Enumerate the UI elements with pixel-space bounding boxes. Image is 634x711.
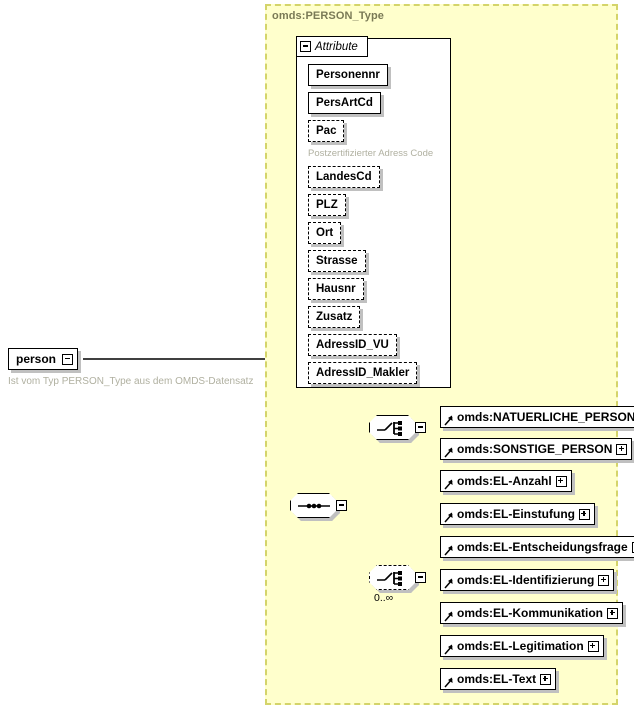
choice-glyph (376, 420, 402, 436)
element-label: omds:EL-Anzahl (457, 474, 552, 488)
plus-box-icon[interactable] (578, 508, 590, 520)
attribute-box-hausnr[interactable]: Hausnr (308, 278, 364, 300)
choice-icon (369, 565, 416, 590)
element-label: omds:EL-Identifizierung (457, 573, 595, 587)
reference-arrow-icon (444, 609, 453, 622)
plus-box-icon[interactable] (607, 607, 618, 619)
cardinality-label-choice-el: 0..∞ (374, 592, 394, 604)
element-box-el-text[interactable]: omds:EL-Text (440, 668, 557, 690)
element-label: omds:EL-Text (457, 672, 537, 686)
attribute-section-header[interactable]: Attribute (296, 36, 368, 57)
element-box-el-entscheidungsfrage[interactable]: omds:EL-Entscheidungsfrage (440, 536, 634, 558)
sequence-glyph (297, 503, 330, 508)
reference-arrow-icon (444, 675, 453, 688)
attribute-label: PLZ (316, 199, 338, 211)
compositor-choice-el[interactable] (369, 565, 426, 590)
element-label: omds:EL-Kommunikation (457, 606, 603, 620)
plus-box-icon[interactable] (631, 541, 634, 553)
reference-arrow-icon (444, 477, 453, 490)
attribute-box-landescd[interactable]: LandesCd (308, 166, 380, 188)
attribute-box-personennr[interactable]: Personennr (308, 64, 388, 86)
root-element-annotation: Ist vom Typ PERSON_Type aus dem OMDS-Dat… (8, 376, 254, 387)
reference-arrow-icon (444, 445, 453, 458)
choice-glyph (376, 570, 402, 586)
plus-box-icon[interactable] (540, 673, 552, 685)
element-box-el-anzahl[interactable]: omds:EL-Anzahl (440, 470, 572, 492)
attribute-label: Strasse (316, 255, 358, 267)
element-box-el-kommunikation[interactable]: omds:EL-Kommunikation (440, 602, 623, 624)
attribute-label: Personennr (316, 69, 380, 81)
element-label: omds:EL-Einstufung (457, 507, 575, 521)
attribute-box-ort[interactable]: Ort (308, 222, 342, 244)
plus-box-icon[interactable] (598, 574, 610, 586)
type-title: omds:PERSON_Type (272, 10, 385, 22)
compositor-choice-person[interactable] (369, 415, 426, 440)
attribute-box-adressid-vu[interactable]: AdressID_VU (308, 334, 397, 356)
root-element-person[interactable]: person (8, 348, 79, 370)
attribute-label: Pac (316, 125, 337, 137)
sequence-icon (290, 493, 337, 518)
attribute-label: LandesCd (316, 171, 372, 183)
attribute-label: AdressID_VU (316, 339, 389, 351)
attribute-label: Ort (316, 227, 334, 239)
plus-box-icon[interactable] (555, 475, 567, 487)
attribute-box-adressid-makler[interactable]: AdressID_Makler (308, 362, 418, 384)
attribute-box-plz[interactable]: PLZ (308, 194, 346, 216)
root-element-label: person (16, 352, 57, 366)
reference-arrow-icon (444, 576, 453, 589)
element-box-el-identifizierung[interactable]: omds:EL-Identifizierung (440, 569, 615, 591)
element-box-el-legitimation[interactable]: omds:EL-Legitimation (440, 635, 604, 657)
element-box-sonstige-person[interactable]: omds:SONSTIGE_PERSON (440, 438, 633, 460)
attribute-box-zusatz[interactable]: Zusatz (308, 306, 361, 328)
element-label: omds:SONSTIGE_PERSON (457, 442, 613, 456)
plus-box-icon[interactable] (587, 640, 599, 652)
reference-arrow-icon (444, 642, 453, 655)
attribute-label: Hausnr (316, 283, 356, 295)
element-label: omds:EL-Entscheidungsfrage (457, 540, 628, 554)
element-label: omds:NATUERLICHE_PERSON (457, 410, 634, 424)
attribute-label: PersArtCd (316, 97, 373, 109)
minus-box-icon[interactable] (415, 572, 426, 583)
reference-arrow-icon (444, 543, 453, 556)
element-box-el-einstufung[interactable]: omds:EL-Einstufung (440, 503, 595, 525)
reference-arrow-icon (444, 413, 453, 426)
minus-box-icon[interactable] (62, 353, 74, 365)
minus-box-icon[interactable] (336, 500, 347, 511)
plus-box-icon[interactable] (616, 443, 628, 455)
minus-box-icon[interactable] (300, 41, 311, 52)
attribute-box-pac[interactable]: Pac (308, 120, 345, 142)
attribute-label: Zusatz (316, 311, 353, 323)
attribute-box-persartcd[interactable]: PersArtCd (308, 92, 381, 114)
element-box-natuerliche-person[interactable]: omds:NATUERLICHE_PERSON (440, 406, 634, 428)
compositor-sequence-root[interactable] (290, 493, 347, 518)
attribute-note-pac: Postzertifizierter Adress Code (308, 148, 434, 159)
reference-arrow-icon (444, 510, 453, 523)
attribute-section-label: Attribute (315, 40, 358, 53)
attribute-box-strasse[interactable]: Strasse (308, 250, 366, 272)
minus-box-icon[interactable] (415, 422, 426, 433)
attribute-label: AdressID_Makler (316, 367, 410, 379)
choice-icon (369, 415, 416, 440)
element-label: omds:EL-Legitimation (457, 639, 584, 653)
